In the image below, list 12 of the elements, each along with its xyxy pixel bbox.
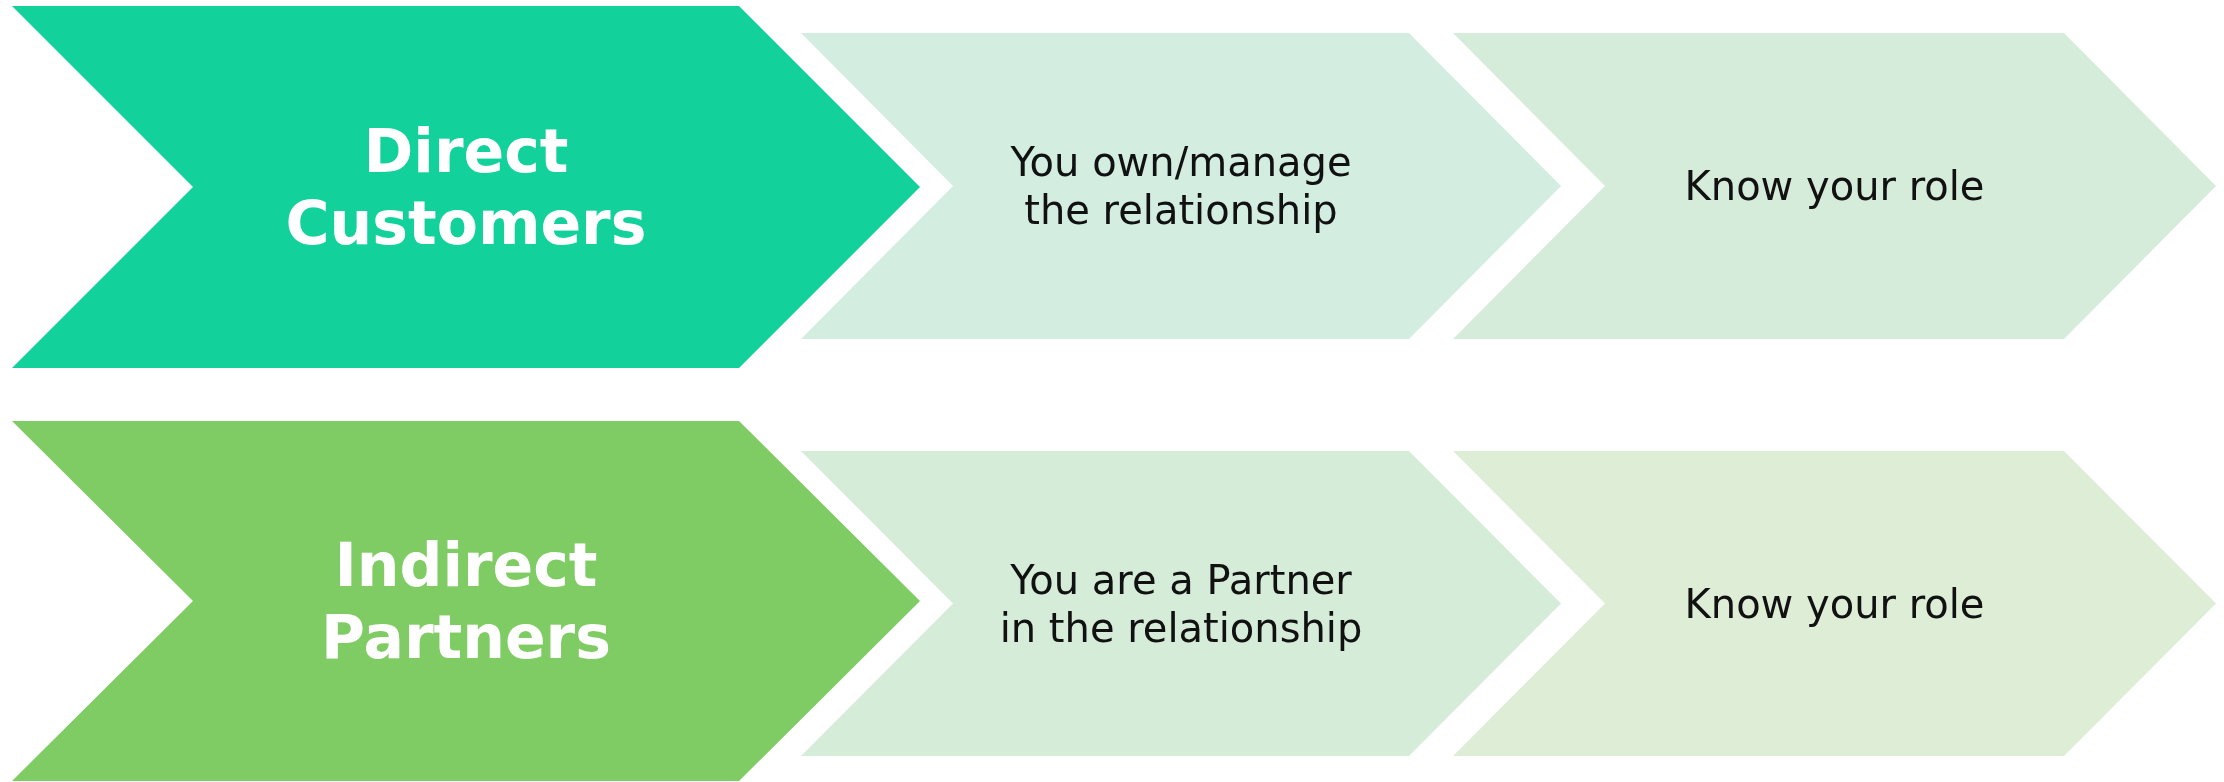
chevron-step-shape bbox=[1453, 33, 2216, 339]
chevron-step-shape bbox=[801, 451, 1561, 756]
step-text: You own/manage the relationship bbox=[1009, 138, 1353, 234]
chevron-step-shape bbox=[12, 421, 920, 781]
chevron-step-shape bbox=[12, 6, 920, 368]
chevron-step-shape bbox=[801, 33, 1561, 339]
step-text: Know your role bbox=[1683, 162, 1986, 210]
chevron-step-shape bbox=[1453, 451, 2216, 756]
step-text: You are a Partner in the relationship bbox=[998, 555, 1364, 652]
step-heading: Direct Customers bbox=[284, 115, 648, 259]
step-heading: Indirect Partners bbox=[320, 529, 612, 673]
step-text: Know your role bbox=[1683, 579, 1986, 628]
